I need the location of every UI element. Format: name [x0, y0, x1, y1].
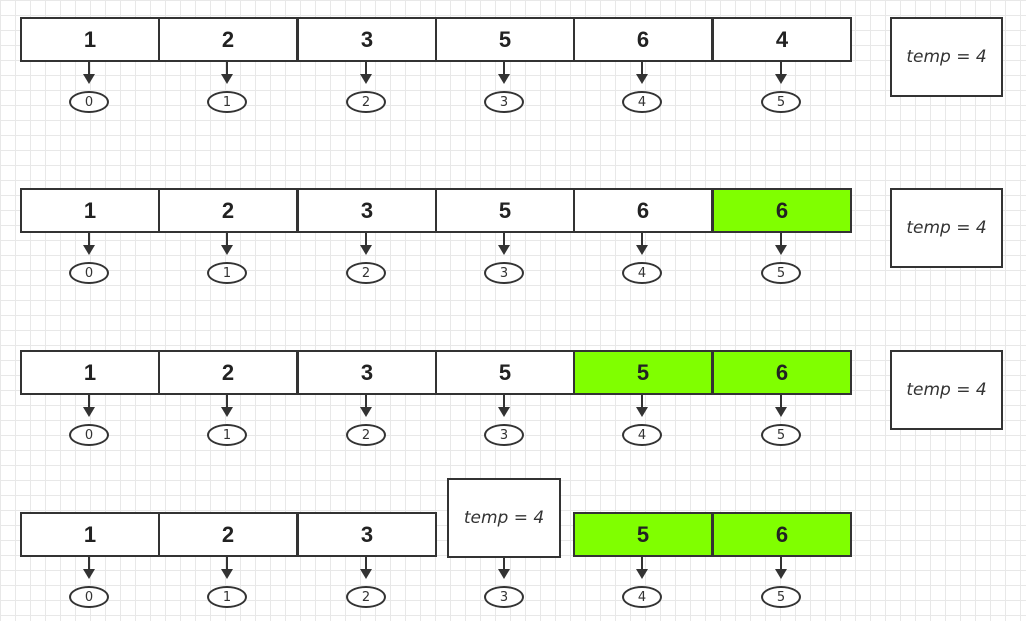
- index-label: 2: [346, 586, 386, 608]
- array-cell: 2: [158, 188, 298, 233]
- array-cell: 6: [573, 17, 713, 62]
- index-label: 5: [761, 586, 801, 608]
- temp-box: temp = 4: [890, 188, 1003, 268]
- index-label: 2: [346, 424, 386, 446]
- index-label: 3: [484, 586, 524, 608]
- array-cell: 1: [20, 350, 160, 395]
- temp-box: temp = 4: [890, 17, 1003, 97]
- array-cell: 3: [297, 17, 437, 62]
- index-label: 2: [346, 91, 386, 113]
- index-label: 5: [761, 262, 801, 284]
- index-label: 0: [69, 424, 109, 446]
- array-cell: 3: [297, 512, 437, 557]
- index-label: 4: [622, 424, 662, 446]
- index-label: 0: [69, 262, 109, 284]
- index-label: 0: [69, 91, 109, 113]
- temp-box: temp = 4: [890, 350, 1003, 430]
- index-label: 5: [761, 91, 801, 113]
- array-cell: 5: [435, 17, 575, 62]
- index-label: 1: [207, 424, 247, 446]
- array-cell: 1: [20, 188, 160, 233]
- array-cell: 5: [435, 188, 575, 233]
- index-label: 4: [622, 262, 662, 284]
- array-cell: 1: [20, 17, 160, 62]
- array-cell: 4: [712, 17, 852, 62]
- index-label: 1: [207, 91, 247, 113]
- index-label: 4: [622, 91, 662, 113]
- array-cell: 1: [20, 512, 160, 557]
- index-label: 4: [622, 586, 662, 608]
- index-label: 3: [484, 262, 524, 284]
- array-cell: 3: [297, 188, 437, 233]
- index-label: 3: [484, 91, 524, 113]
- index-label: 1: [207, 262, 247, 284]
- array-cell: 2: [158, 17, 298, 62]
- array-cell: 2: [158, 512, 298, 557]
- array-cell: 2: [158, 350, 298, 395]
- array-cell: 6: [573, 188, 713, 233]
- array-cell: 5: [573, 512, 713, 557]
- index-label: 1: [207, 586, 247, 608]
- array-cell: 5: [435, 350, 575, 395]
- array-cell: 3: [297, 350, 437, 395]
- temp-box: temp = 4: [447, 478, 561, 558]
- index-label: 2: [346, 262, 386, 284]
- array-cell: 5: [573, 350, 713, 395]
- index-label: 3: [484, 424, 524, 446]
- index-label: 0: [69, 586, 109, 608]
- array-cell: 6: [712, 512, 852, 557]
- array-cell: 6: [712, 350, 852, 395]
- index-label: 5: [761, 424, 801, 446]
- array-cell: 6: [712, 188, 852, 233]
